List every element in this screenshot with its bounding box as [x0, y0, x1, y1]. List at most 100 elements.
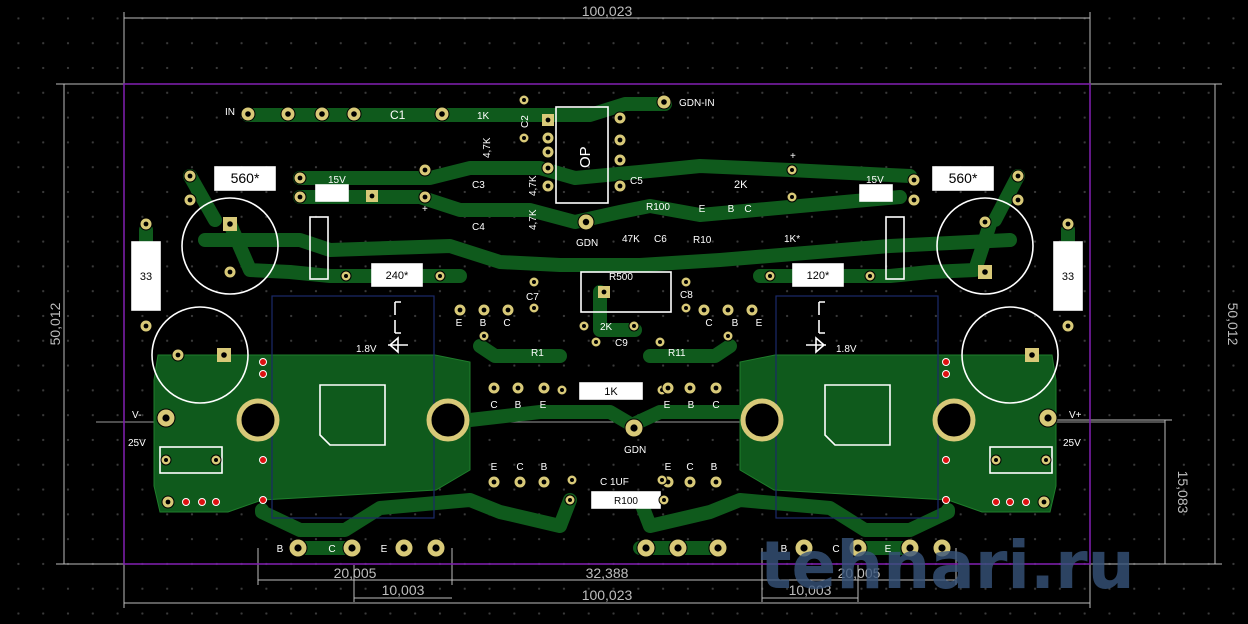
dim-width-top: 100,023 — [582, 3, 633, 19]
pad-45-hole — [532, 306, 536, 310]
pin-label-b-17: B — [711, 462, 718, 473]
pad-84-hole — [294, 544, 302, 552]
label-c7: C7 — [526, 292, 539, 303]
pad-88-hole — [642, 544, 650, 552]
pad-93-hole — [906, 544, 914, 552]
red-pad-10 — [942, 496, 950, 504]
dim-right-offset: 15,083 — [1175, 471, 1191, 514]
red-pad-4 — [182, 498, 190, 506]
pin-label-b-10: B — [688, 400, 695, 411]
pad-25-hole — [911, 177, 917, 183]
label-vplus: V+ — [1069, 410, 1082, 421]
pad-6-hole — [522, 136, 526, 140]
pin-label-e-12: E — [491, 462, 498, 473]
label-c1: C1 — [390, 108, 406, 122]
red-pad-0 — [259, 358, 267, 366]
pad-8-hole — [545, 149, 551, 155]
square-pad-3-hole — [982, 269, 988, 275]
label-c-1uf: C 1UF — [600, 477, 629, 488]
label-d18v-right: 1.8V — [836, 344, 857, 355]
pad-82-hole — [568, 498, 572, 502]
label-15v-right: 15V — [866, 175, 884, 186]
red-pad-7 — [942, 358, 950, 366]
pad-58-hole — [515, 385, 521, 391]
pad-51-hole — [684, 306, 688, 310]
pad-39-hole — [175, 352, 181, 358]
pad-5-hole — [522, 98, 526, 102]
silkscreen-labels: IN C1 GDN-IN OP 1K C2 4,7K 4,7K 4,7K C3 … — [128, 98, 1082, 507]
pad-64-hole — [713, 385, 719, 391]
pin-label-b-1: B — [480, 318, 487, 329]
pad-50-hole — [684, 280, 688, 284]
copper-pour — [153, 354, 1057, 513]
dimension-lines — [56, 12, 1222, 608]
pad-36-hole — [868, 274, 872, 278]
mounting-hole-3 — [932, 398, 976, 442]
pin-label-c-6: C — [490, 400, 497, 411]
pad-28-hole — [790, 195, 794, 199]
mounting-hole-2 — [740, 398, 784, 442]
red-pad-8 — [942, 370, 950, 378]
label-15v-left: 15V — [328, 175, 346, 186]
pin-label-b-21: B — [277, 544, 284, 555]
pin-label-e-5: E — [756, 318, 763, 329]
label-r100-bottom: R100 — [614, 496, 638, 507]
pad-41-hole — [457, 307, 463, 313]
pad-91-hole — [800, 544, 808, 552]
pad-42-hole — [481, 307, 487, 313]
pad-63-hole — [687, 385, 693, 391]
pad-7-hole — [545, 135, 551, 141]
label-op: OP — [577, 146, 594, 168]
pad-83-hole — [662, 498, 666, 502]
pin-label-c-2: C — [503, 318, 510, 329]
pad-17-hole — [297, 175, 303, 181]
pad-73-hole — [1041, 499, 1047, 505]
pad-16-hole — [582, 218, 590, 226]
label-33-right: 33 — [1062, 271, 1074, 283]
pin-label-b-14: B — [541, 462, 548, 473]
red-pad-1 — [259, 370, 267, 378]
pad-69-hole — [214, 458, 218, 462]
pad-53-hole — [582, 324, 586, 328]
pad-94-hole — [938, 544, 946, 552]
pad-74-hole — [491, 479, 497, 485]
pad-3-hole — [351, 111, 357, 117]
pad-29-hole — [143, 221, 149, 227]
pad-75-hole — [517, 479, 523, 485]
red-pad-11 — [992, 498, 1000, 506]
pad-89-hole — [674, 544, 682, 552]
dim-height-right: 50,012 — [1225, 303, 1241, 346]
pad-21-hole — [187, 173, 193, 179]
label-r10: R10 — [693, 235, 712, 246]
label-33-left: 33 — [140, 271, 152, 283]
pad-52-hole — [726, 334, 730, 338]
pad-19-hole — [422, 167, 428, 173]
label-25v-left: 25V — [128, 438, 146, 449]
pad-20-hole — [422, 194, 428, 200]
pin-label-e-18: E — [699, 204, 706, 215]
pad-18-hole — [297, 194, 303, 200]
pad-87-hole — [432, 544, 440, 552]
pad-56-hole — [658, 340, 662, 344]
label-r-47k-c: 4,7K — [528, 209, 539, 230]
pin-label-b-19: B — [728, 204, 735, 215]
label-r-47k-a: 4,7K — [482, 137, 493, 158]
pad-62-hole — [665, 385, 671, 391]
dim-pitch-right-half: 10,003 — [789, 582, 832, 598]
dim-pitch-left: 20,005 — [334, 565, 377, 581]
red-pad-3 — [259, 496, 267, 504]
label-2k-mid: 2K — [600, 322, 613, 333]
pad-59-hole — [541, 385, 547, 391]
pin-label-c-16: C — [686, 462, 693, 473]
dim-height-left: 50,012 — [47, 302, 63, 345]
pad-38-hole — [982, 219, 988, 225]
label-c4: C4 — [472, 222, 485, 233]
label-r-1k-star: 1K* — [784, 234, 800, 245]
pad-10-hole — [545, 183, 551, 189]
label-r100-top: R100 — [646, 202, 670, 213]
label-1k-center: 1K — [604, 386, 618, 398]
label-plus-top: + — [790, 151, 796, 162]
